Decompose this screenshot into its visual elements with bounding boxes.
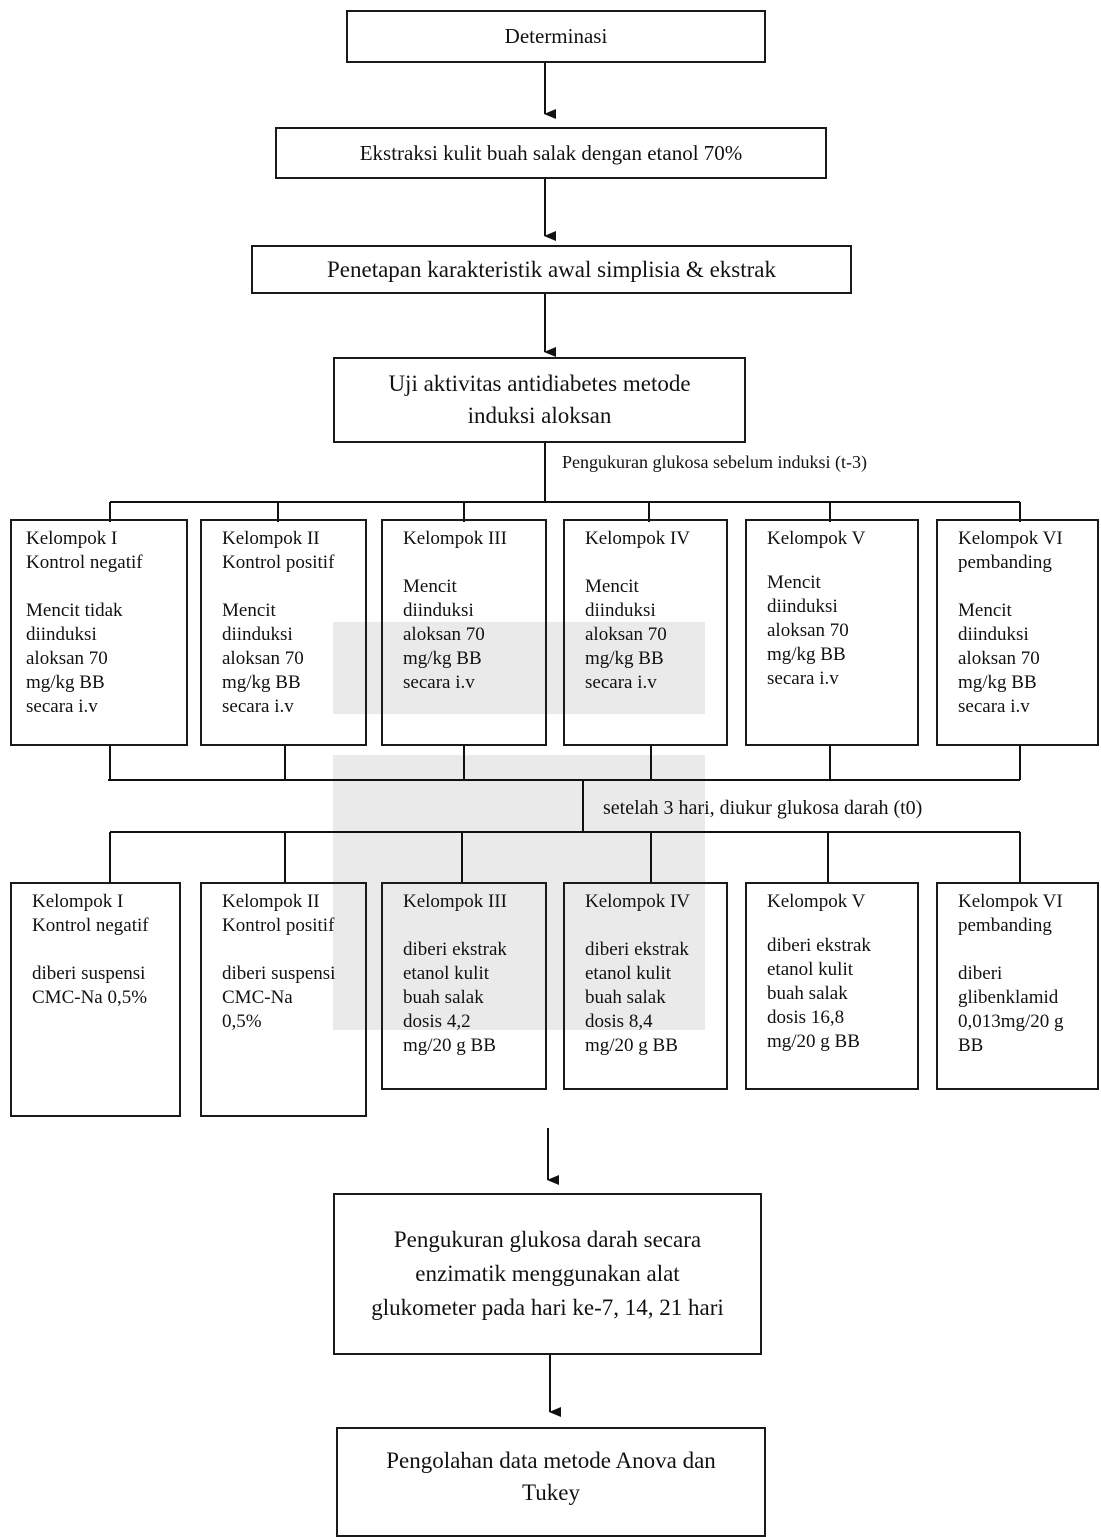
treatment-group-6-title: Kelompok VI pembanding	[958, 891, 1063, 936]
induction-group-6-title: Kelompok VI pembanding	[958, 528, 1063, 573]
step-ekstraksi: Ekstraksi kulit buah salak dengan etanol…	[275, 127, 827, 179]
treatment-group-4: Kelompok IV diberi ekstrak etanol kulit …	[563, 882, 728, 1090]
step-ekstraksi-text: Ekstraksi kulit buah salak dengan etanol…	[359, 140, 743, 165]
treatment-group-1-desc: diberi suspensi CMC-Na 0,5%	[32, 963, 148, 1008]
step-penetapan: Penetapan karakteristik awal simplisia &…	[251, 245, 852, 294]
treatment-group-5-title: Kelompok V	[767, 891, 866, 912]
induction-group-4-desc: Mencit diinduksi aloksan 70 mg/kg BB sec…	[585, 576, 667, 693]
induction-group-1-title: Kelompok I Kontrol negatif	[26, 528, 143, 573]
induction-group-4: Kelompok IV Mencit diinduksi aloksan 70 …	[563, 519, 728, 746]
induction-group-4-title: Kelompok IV	[585, 528, 691, 549]
watermark-block-top	[333, 622, 705, 714]
induction-group-3-title: Kelompok III	[403, 528, 507, 549]
induction-group-1: Kelompok I Kontrol negatif Mencit tidak …	[10, 519, 188, 746]
treatment-group-6: Kelompok VI pembanding diberi glibenklam…	[936, 882, 1099, 1090]
treatment-group-1-title: Kelompok I Kontrol negatif	[32, 891, 149, 936]
label-setelah-3-hari: setelah 3 hari, diukur glukosa darah (t0…	[603, 797, 923, 819]
treatment-group-6-desc: diberi glibenklamid 0,013mg/20 g BB	[958, 963, 1064, 1056]
watermark-block-center	[333, 755, 705, 1030]
treatment-group-2-title: Kelompok II Kontrol positif	[222, 891, 335, 936]
treatment-group-5-desc: diberi ekstrak etanol kulit buah salak d…	[767, 935, 871, 1052]
step-uji-aktivitas-text: Uji aktivitas antidiabetes metode induks…	[388, 371, 691, 428]
step-determinasi: Determinasi	[346, 10, 766, 63]
treatment-group-4-desc: diberi ekstrak etanol kulit buah salak d…	[585, 939, 689, 1056]
treatment-group-3-title: Kelompok III	[403, 891, 507, 912]
step-pengukuran-glukosa: Pengukuran glukosa darah secara enzimati…	[333, 1193, 762, 1355]
treatment-group-5: Kelompok V diberi ekstrak etanol kulit b…	[745, 882, 919, 1090]
treatment-group-4-title: Kelompok IV	[585, 891, 691, 912]
label-pengukuran-sebelum-induksi: Pengukuran glukosa sebelum induksi (t-3)	[562, 452, 867, 472]
step-pengolahan-data: Pengolahan data metode Anova dan Tukey	[336, 1427, 766, 1537]
step-pengolahan-data-text: Pengolahan data metode Anova dan Tukey	[386, 1448, 716, 1505]
induction-group-3: Kelompok III Mencit diinduksi aloksan 70…	[381, 519, 547, 746]
treatment-group-2-desc: diberi suspensi CMC-Na 0,5%	[222, 963, 336, 1032]
step-pengukuran-glukosa-text: Pengukuran glukosa darah secara enzimati…	[371, 1227, 724, 1320]
treatment-group-3: Kelompok III diberi ekstrak etanol kulit…	[381, 882, 547, 1090]
induction-group-2-desc: Mencit diinduksi aloksan 70 mg/kg BB sec…	[222, 600, 304, 717]
induction-group-5-desc: Mencit diinduksi aloksan 70 mg/kg BB sec…	[767, 572, 849, 689]
step-determinasi-text: Determinasi	[504, 24, 608, 48]
induction-group-2: Kelompok II Kontrol positif Mencit diind…	[200, 519, 367, 746]
treatment-group-3-desc: diberi ekstrak etanol kulit buah salak d…	[403, 939, 507, 1056]
induction-group-6-desc: Mencit diinduksi aloksan 70 mg/kg BB sec…	[958, 600, 1040, 717]
induction-group-5-title: Kelompok V	[767, 528, 866, 549]
induction-group-5: Kelompok V Mencit diinduksi aloksan 70 m…	[745, 519, 919, 746]
treatment-group-2: Kelompok II Kontrol positif diberi suspe…	[200, 882, 367, 1117]
step-penetapan-text: Penetapan karakteristik awal simplisia &…	[326, 256, 776, 282]
induction-group-2-title: Kelompok II Kontrol positif	[222, 528, 335, 573]
induction-group-6: Kelompok VI pembanding Mencit diinduksi …	[936, 519, 1099, 746]
step-uji-aktivitas: Uji aktivitas antidiabetes metode induks…	[333, 357, 746, 443]
induction-group-3-desc: Mencit diinduksi aloksan 70 mg/kg BB sec…	[403, 576, 485, 693]
induction-group-1-desc: Mencit tidak diinduksi aloksan 70 mg/kg …	[26, 600, 123, 717]
treatment-group-1: Kelompok I Kontrol negatif diberi suspen…	[10, 882, 181, 1117]
